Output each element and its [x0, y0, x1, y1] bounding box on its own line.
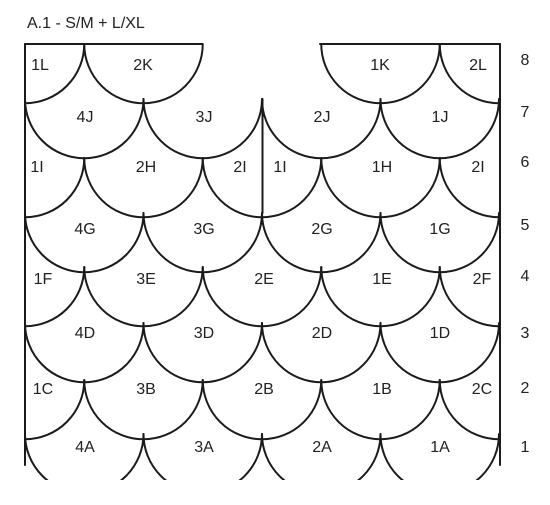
row-number: 4: [521, 268, 530, 285]
piece-label: 4D: [75, 325, 95, 342]
piece-label: 3G: [193, 221, 214, 238]
piece-label: 1J: [432, 109, 449, 126]
row-number: 8: [521, 52, 530, 69]
piece-label: 3A: [194, 439, 214, 456]
piece-label: 2C: [472, 381, 492, 398]
piece-label: 3B: [136, 381, 156, 398]
piece-label: 2B: [254, 381, 274, 398]
row-number: 3: [521, 325, 530, 342]
piece-label: 2F: [473, 271, 492, 288]
scallop-arc: [142, 433, 263, 480]
scallop-arc: [261, 98, 382, 160]
row-number: 2: [521, 380, 530, 397]
chart-title: A.1 - S/M + L/XL: [27, 15, 145, 32]
piece-label: 2K: [133, 57, 153, 74]
row-numbers: 8 7 6 5 4 3 2 1: [521, 52, 530, 456]
piece-label: 1B: [372, 381, 392, 398]
piece-label: 1F: [34, 271, 53, 288]
scallop-arc: [438, 43, 501, 105]
piece-label: 2I: [471, 159, 484, 176]
scallop-arc: [438, 266, 501, 328]
piece-label: 3E: [136, 271, 156, 288]
scallop-arc: [438, 379, 501, 441]
piece-label: 1K: [370, 57, 390, 74]
row-number: 1: [521, 439, 530, 456]
piece-label: 2A: [312, 439, 332, 456]
scallop-arc: [24, 433, 145, 480]
piece-label: 1E: [372, 271, 392, 288]
piece-label: 1C: [33, 381, 53, 398]
piece-label: 2E: [254, 271, 274, 288]
piece-label: 2I: [233, 159, 246, 176]
piece-label: 1D: [430, 325, 450, 342]
piece-label: 4J: [77, 109, 94, 126]
piece-label: 1A: [430, 439, 450, 456]
scallop-arc: [379, 433, 500, 480]
scallop-arc: [24, 98, 145, 160]
piece-label: 1I: [273, 159, 286, 176]
row-number: 7: [521, 104, 530, 121]
piece-label: 1L: [31, 57, 49, 74]
piece-label: 1I: [30, 159, 43, 176]
piece-label: 1H: [372, 159, 392, 176]
scallop-arc: [379, 98, 500, 160]
piece-label: 3D: [194, 325, 214, 342]
piece-labels: 1L 2K 1K 2L 4J 3J 2J 1J 1I 2H 2I 1I 1H 2I 4G 3G 2G 1G 1F 3E…: [30, 57, 492, 456]
piece-label: 2D: [312, 325, 332, 342]
piece-label: 1G: [429, 221, 450, 238]
chart-outline: [24, 43, 501, 480]
row-number: 6: [521, 154, 530, 171]
row-number: 5: [521, 217, 530, 234]
piece-label: 3J: [196, 109, 213, 126]
piece-label: 2L: [469, 57, 487, 74]
piece-label: 2G: [311, 221, 332, 238]
piece-label: 4G: [74, 221, 95, 238]
scallop-arc: [438, 157, 501, 219]
scallop-arc: [142, 98, 263, 160]
piece-label: 2H: [136, 159, 156, 176]
scallop-arc: [261, 433, 382, 480]
piece-label: 4A: [75, 439, 95, 456]
piece-label: 2J: [314, 109, 331, 126]
